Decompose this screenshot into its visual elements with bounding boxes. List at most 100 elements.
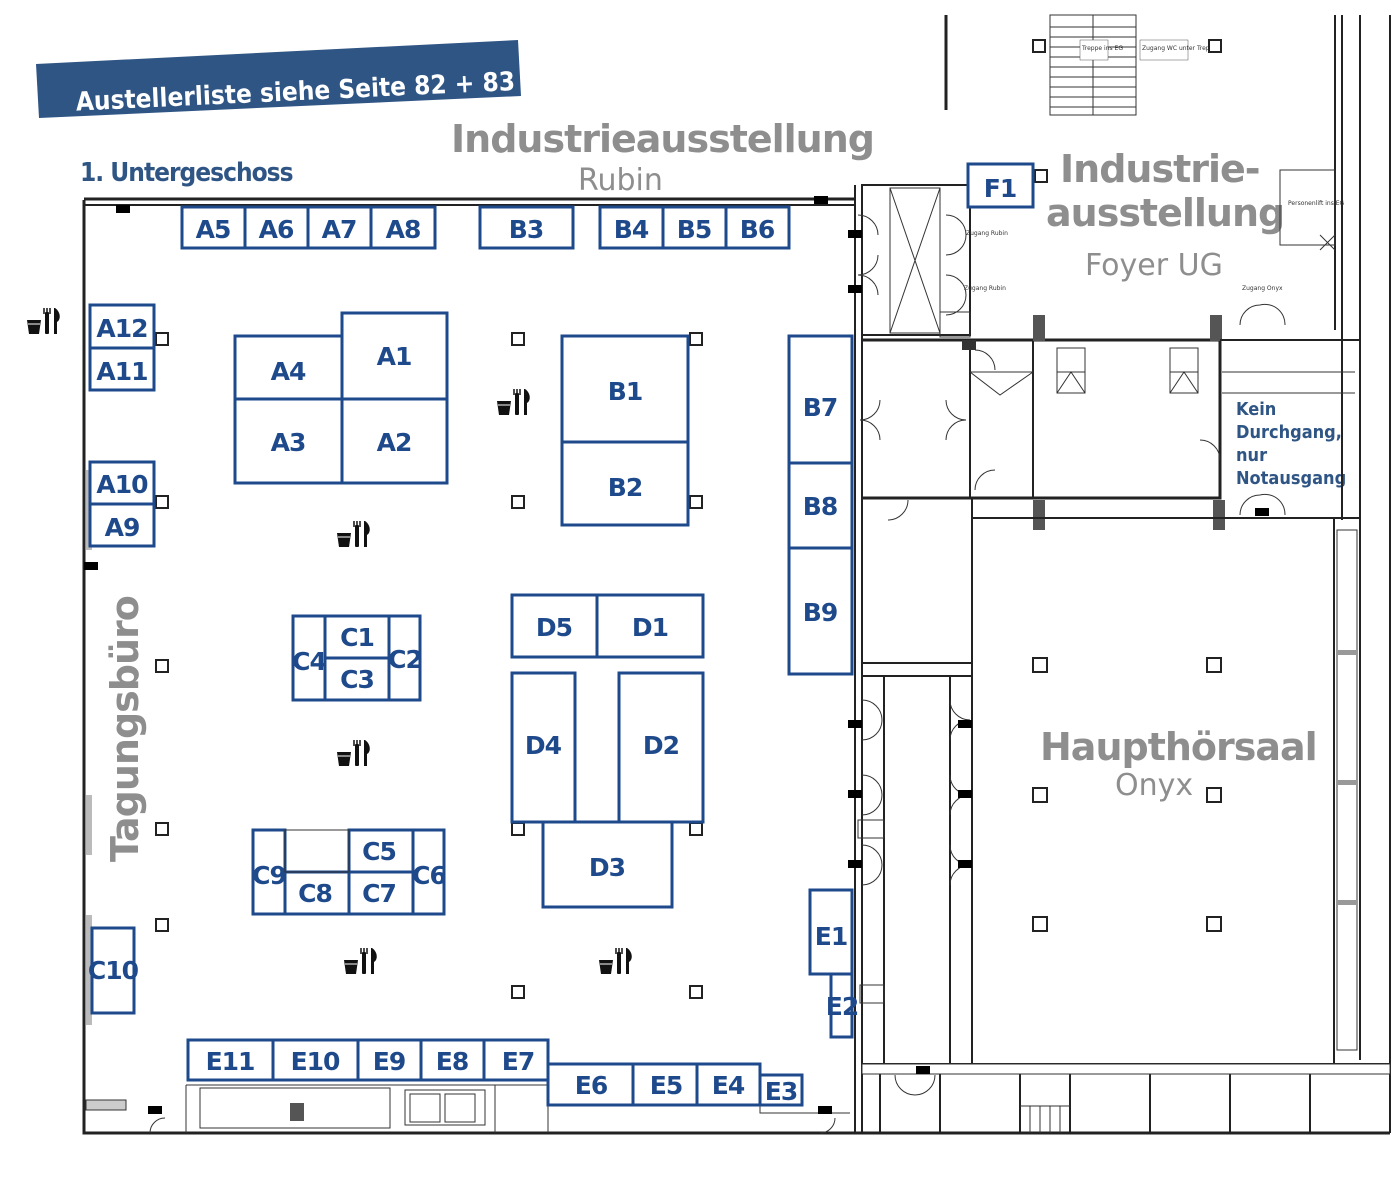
booth-B3[interactable]: B3 <box>478 205 575 250</box>
booth-E10[interactable]: E10 <box>271 1038 360 1082</box>
booth-C7[interactable]: C7 <box>347 870 415 916</box>
no-passage-note: Kein Durchgang, nur Notausgang <box>1236 399 1346 489</box>
emergency-exit-icon <box>848 285 862 293</box>
pillar-marker <box>1206 916 1222 932</box>
booth-A4[interactable]: A4 <box>233 334 344 401</box>
tagungsbuero-label: Tagungsbüro <box>103 596 147 862</box>
pillar-marker <box>1032 657 1048 673</box>
booth-label: C1 <box>340 623 374 652</box>
pillar-marker <box>689 332 703 346</box>
booth-label: A11 <box>96 357 147 386</box>
rubin-access-label-1: Zugang Rubin <box>966 230 1008 237</box>
pillar-marker <box>511 332 525 346</box>
booth-A10[interactable]: A10 <box>88 460 156 506</box>
no-passage-line2: Durchgang, <box>1236 422 1342 443</box>
emergency-exit-icon <box>1255 508 1269 516</box>
rubin-subtitle: Rubin <box>578 163 663 198</box>
booth-B1[interactable]: B1 <box>560 334 690 444</box>
booth-label: E4 <box>712 1071 745 1100</box>
booth-label: C2 <box>388 645 422 674</box>
booth-A7[interactable]: A7 <box>306 205 373 250</box>
pillar-marker <box>1206 787 1222 803</box>
booth-E11[interactable]: E11 <box>186 1038 275 1082</box>
booth-label: A5 <box>196 215 231 244</box>
booth-label: D1 <box>632 613 668 642</box>
booth-A9[interactable]: A9 <box>88 502 156 548</box>
booth-B6[interactable]: B6 <box>724 205 791 250</box>
catering-icon <box>26 307 61 335</box>
booth-A12[interactable]: A12 <box>88 303 156 350</box>
booth-E1[interactable]: E1 <box>808 888 854 976</box>
booth-C1[interactable]: C1 <box>323 614 391 660</box>
pillar-marker <box>1034 169 1048 183</box>
plan-small-labels: Treppe ins EG Zugang WC unter Treppe Per… <box>964 45 1345 292</box>
booth-B7[interactable]: B7 <box>787 334 854 465</box>
booth-B5[interactable]: B5 <box>661 205 728 250</box>
pillar-marker <box>511 495 525 509</box>
booth-label: B5 <box>677 215 711 244</box>
pillar-marker <box>689 822 703 836</box>
pillar-marker <box>1032 916 1048 932</box>
booth-D4[interactable]: D4 <box>510 671 577 824</box>
booth-C2[interactable]: C2 <box>387 614 423 702</box>
pillar-marker <box>511 822 525 836</box>
wc-label: Zugang WC unter Treppe <box>1142 45 1217 52</box>
emergency-exit-icon <box>848 790 862 798</box>
emergency-exit-icon <box>84 562 98 570</box>
booth-B4[interactable]: B4 <box>598 205 665 250</box>
booth-E5[interactable]: E5 <box>631 1062 699 1107</box>
no-passage-line3: nur <box>1236 445 1267 466</box>
booth-A11[interactable]: A11 <box>88 346 156 392</box>
catering-icon <box>336 739 371 767</box>
pillar-marker <box>511 985 525 999</box>
booth-label: E5 <box>650 1071 682 1100</box>
booth-A1[interactable]: A1 <box>340 311 449 401</box>
booth-label: C7 <box>362 879 396 908</box>
onyx-access-label: Zugang Onyx <box>1242 285 1283 292</box>
booth-F1[interactable]: F1 <box>966 162 1035 209</box>
booth-D1[interactable]: D1 <box>595 593 705 659</box>
booth-E8[interactable]: E8 <box>419 1038 486 1082</box>
emergency-exit-icon <box>916 1066 930 1074</box>
booth-C4[interactable]: C4 <box>291 614 327 702</box>
booth-A6[interactable]: A6 <box>243 205 310 250</box>
booth-C9[interactable]: C9 <box>251 828 287 916</box>
booth-label: B3 <box>509 215 543 244</box>
booth-E4[interactable]: E4 <box>695 1062 762 1107</box>
booth-C3[interactable]: C3 <box>323 656 391 702</box>
booth-B8[interactable]: B8 <box>787 461 854 550</box>
booth-E3[interactable]: E3 <box>758 1073 804 1107</box>
booth-D3[interactable]: D3 <box>541 820 674 909</box>
booth-label: A3 <box>271 428 306 457</box>
booth-label: C10 <box>88 956 139 985</box>
booth-E6[interactable]: E6 <box>546 1062 635 1107</box>
foyer-subtitle: Foyer UG <box>1085 248 1223 283</box>
booth-D2[interactable]: D2 <box>617 671 705 824</box>
no-passage-line4: Notausgang <box>1236 468 1346 489</box>
booth-E2[interactable]: E2 <box>826 972 859 1039</box>
booth-B2[interactable]: B2 <box>560 440 690 527</box>
booth-A2[interactable]: A2 <box>340 397 449 485</box>
booth-C8[interactable]: C8 <box>283 870 351 916</box>
booth-E9[interactable]: E9 <box>356 1038 423 1082</box>
booth-D5[interactable]: D5 <box>510 593 599 659</box>
emergency-exit-icon <box>848 720 862 728</box>
emergency-exit-icon <box>818 1106 832 1114</box>
booth-C10[interactable]: C10 <box>88 926 140 1015</box>
booth-label: A8 <box>386 215 421 244</box>
booth-label: A12 <box>96 314 147 343</box>
booth-A3[interactable]: A3 <box>233 397 344 485</box>
booth-label: B1 <box>608 377 642 406</box>
banner: Austellerliste siehe Seite 82 + 83 <box>36 40 521 118</box>
booth-label: A6 <box>259 215 294 244</box>
booth-label: C9 <box>252 861 286 890</box>
booth-B9[interactable]: B9 <box>787 546 854 676</box>
booth-E7[interactable]: E7 <box>482 1038 550 1082</box>
booth-label: C6 <box>412 861 446 890</box>
booth-A5[interactable]: A5 <box>180 205 247 250</box>
floor-label: 1. Untergeschoss <box>80 158 293 188</box>
booth-A8[interactable]: A8 <box>369 205 437 250</box>
booth-C6[interactable]: C6 <box>411 828 447 916</box>
booth-label: E3 <box>765 1077 797 1106</box>
booth-C5[interactable]: C5 <box>347 828 415 874</box>
